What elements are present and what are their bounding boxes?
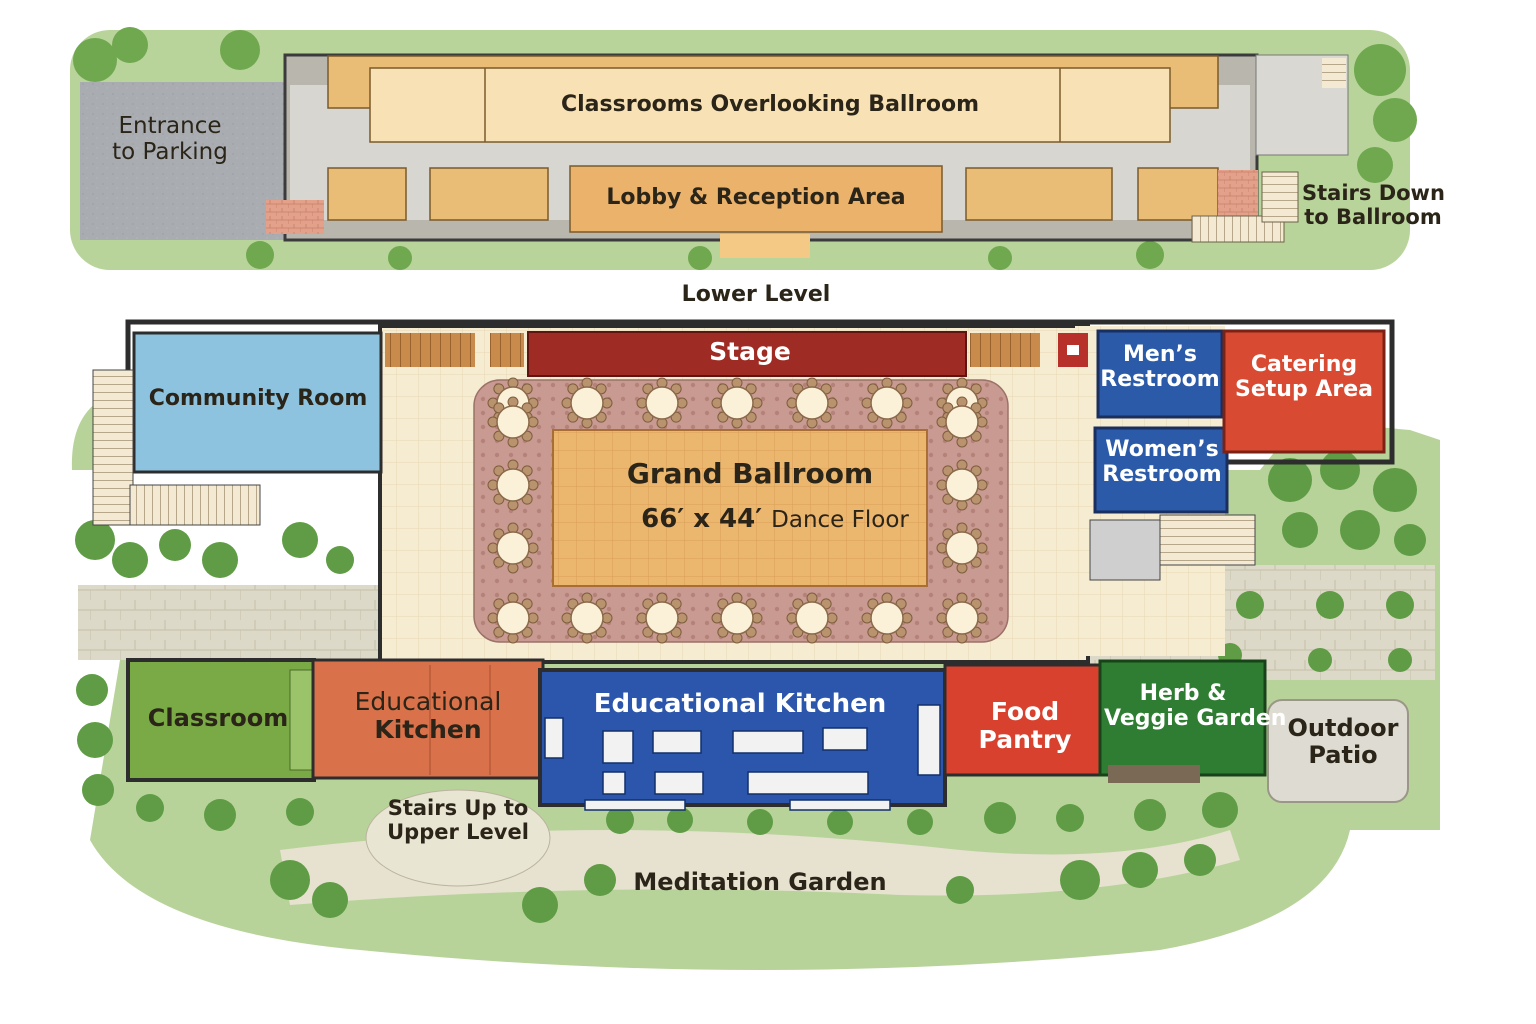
herb-line2: Veggie Garden: [1104, 705, 1287, 731]
food-pantry-label: Food Pantry: [955, 698, 1095, 754]
catering-line2: Setup Area: [1235, 376, 1373, 402]
banquet-table: [487, 396, 539, 448]
womens-line2: Restroom: [1102, 461, 1222, 487]
stairs-up-line1: Stairs Up to: [387, 796, 529, 820]
mens-restroom-label: Men’s Restroom: [1100, 342, 1220, 392]
kitchen-counters: [544, 704, 941, 811]
herb-veggie-garden: [1098, 659, 1267, 777]
edu-kitchen-small-line2: Kitchen: [374, 715, 482, 744]
banquet-table: [636, 592, 688, 644]
paving-left: [78, 585, 378, 660]
stairs-up-label: Stairs Up to Upper Level: [380, 796, 536, 844]
banquet-table: [711, 592, 763, 644]
community-room-label: Community Room: [148, 386, 368, 411]
catering-label: Catering Setup Area: [1226, 352, 1382, 402]
banquet-table: [861, 377, 913, 429]
stage-stairs-left: [385, 333, 475, 367]
mens-line1: Men’s: [1123, 342, 1197, 367]
herb-line1: Herb &: [1139, 681, 1227, 706]
stage-label: Stage: [709, 337, 791, 366]
womens-line1: Women’s: [1105, 437, 1219, 462]
upper-brick-left: [266, 200, 324, 234]
banquet-table: [786, 377, 838, 429]
womens-restroom: [1093, 426, 1229, 514]
food-pantry-line1: Food: [990, 697, 1060, 726]
outdoor-patio-label: Outdoor Patio: [1273, 715, 1413, 769]
banquet-table: [936, 592, 988, 644]
dance-floor-text: Dance Floor: [771, 507, 909, 533]
banquet-table: [561, 377, 613, 429]
stairs-up-line2: Upper Level: [387, 819, 529, 844]
dance-floor: [552, 429, 928, 587]
edu-kitchen-large-label: Educational Kitchen: [593, 689, 887, 719]
catering-line1: Catering: [1250, 352, 1358, 377]
outdoor-patio-line2: Patio: [1308, 740, 1378, 769]
upper-brick-right: [1218, 170, 1258, 216]
mens-restroom: [1096, 329, 1224, 419]
classroom-label: Classroom: [147, 704, 289, 732]
dance-floor-caption: 66′ x 44′ Dance Floor: [600, 504, 950, 534]
lower-level-plan: [71, 319, 1440, 970]
food-pantry-line2: Pantry: [978, 725, 1072, 754]
classroom: [126, 658, 316, 782]
meditation-garden-label: Meditation Garden: [633, 868, 887, 896]
stairs-down-line1: Stairs Down: [1302, 181, 1445, 205]
banquet-table: [861, 592, 913, 644]
classrooms-overlooking-ballroom: [369, 67, 1171, 143]
outdoor-patio: [1267, 699, 1409, 803]
lobby-reception-area: [569, 165, 943, 233]
stairs-down-label: Stairs Down to Ballroom: [1302, 181, 1445, 229]
banquet-table: [487, 522, 539, 574]
banquet-table: [936, 522, 988, 574]
stairs-down-line2: to Ballroom: [1304, 204, 1442, 229]
banquet-tables: [487, 377, 988, 644]
banquet-table: [487, 592, 539, 644]
outdoor-patio-line1: Outdoor: [1287, 714, 1399, 742]
banquet-table: [487, 459, 539, 511]
community-stairs: [92, 369, 134, 526]
banquet-table: [636, 377, 688, 429]
banquet-table: [936, 396, 988, 448]
mens-line2: Restroom: [1100, 366, 1220, 392]
food-pantry: [943, 663, 1102, 777]
grand-ballroom-label: Grand Ballroom: [626, 457, 874, 490]
lower-shrubs: [75, 450, 1426, 923]
banquet-table: [936, 459, 988, 511]
upper-shrubs: [73, 27, 1417, 270]
parking-lot: [80, 82, 285, 240]
herb-garden-label: Herb & Veggie Garden: [1104, 681, 1287, 731]
stairs-up-plaza: [365, 789, 551, 887]
entrance-label: Entrance to Parking: [100, 113, 240, 166]
catering-setup-area: [1222, 329, 1386, 454]
dance-floor-size: 66′ x 44′: [641, 504, 763, 534]
community-room: [132, 331, 383, 474]
lobby-label: Lobby & Reception Area: [606, 185, 906, 210]
banquet-table: [786, 592, 838, 644]
classrooms-label: Classrooms Overlooking Ballroom: [561, 92, 979, 117]
lower-level-title: Lower Level: [681, 282, 831, 307]
womens-restroom-label: Women’s Restroom: [1097, 437, 1227, 487]
edu-kitchen-small-label: Educational Kitchen: [330, 688, 526, 744]
banquet-table: [561, 592, 613, 644]
stage: [527, 331, 967, 377]
stage-stairs-right: [970, 333, 1040, 367]
entrance-line2: to Parking: [112, 138, 228, 165]
edu-kitchen-small-line1: Educational: [354, 687, 502, 716]
entrance-line1: Entrance: [118, 113, 222, 139]
banquet-table: [711, 377, 763, 429]
edu-kitchen-small: [311, 658, 545, 780]
upper-level-plan: [70, 27, 1417, 270]
